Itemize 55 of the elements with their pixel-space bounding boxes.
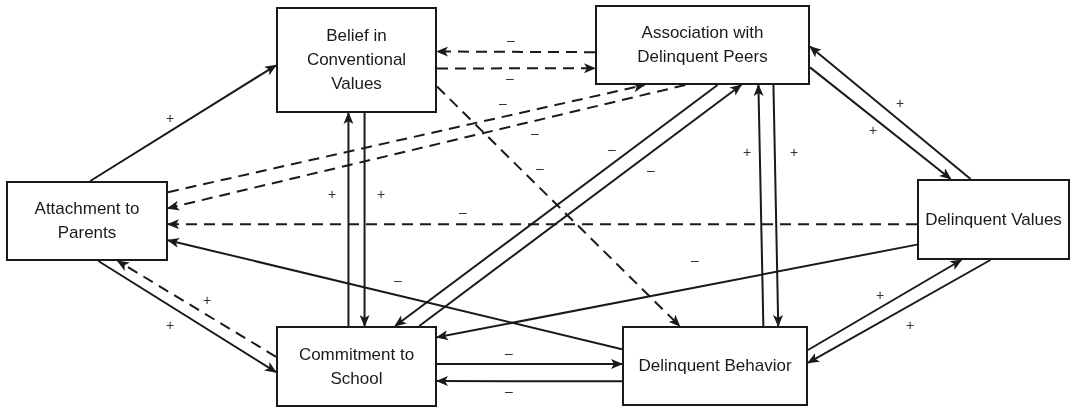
- edge-label: +: [202, 293, 212, 307]
- edge-label: –: [608, 142, 616, 156]
- box-label: Delinquent Behavior: [638, 355, 792, 377]
- edge-label: –: [394, 273, 402, 287]
- arrow: [167, 84, 687, 211]
- arrow: [359, 112, 370, 327]
- edge-label: –: [536, 161, 544, 175]
- edge-label: –: [531, 126, 539, 140]
- arrow: [436, 359, 623, 369]
- edge-label: –: [647, 163, 655, 177]
- edge-label: +: [868, 123, 878, 137]
- edge-label: –: [499, 96, 507, 110]
- edge-label: +: [789, 145, 799, 159]
- arrow: [116, 260, 277, 358]
- box-label: Attachment to Parents: [33, 198, 141, 244]
- concept-box: [276, 7, 437, 113]
- arrow: [97, 260, 277, 374]
- edge-label: –: [459, 205, 467, 219]
- edge-label: +: [165, 111, 175, 125]
- edge-label: +: [376, 187, 386, 201]
- concept-box: [622, 326, 808, 406]
- arrow: [436, 85, 681, 327]
- edge-label: +: [875, 288, 885, 302]
- arrow: [772, 84, 783, 327]
- arrow: [436, 46, 596, 57]
- edge-label: +: [905, 318, 915, 332]
- concept-box: [276, 326, 437, 407]
- arrow: [809, 66, 952, 180]
- arrow: [436, 243, 918, 341]
- arrow: [436, 376, 623, 387]
- edge-label: +: [165, 318, 175, 332]
- arrow: [167, 219, 918, 230]
- concept-box: [917, 179, 1070, 260]
- arrow: [436, 63, 596, 74]
- edge-label: –: [505, 346, 513, 360]
- arrow: [807, 259, 963, 351]
- edge-label: +: [327, 187, 337, 201]
- arrow: [809, 45, 972, 180]
- box-label: Commitment to School: [297, 343, 416, 390]
- arrow: [343, 112, 354, 327]
- arrow: [807, 259, 992, 364]
- arrow: [89, 64, 277, 182]
- arrow: [753, 84, 765, 327]
- edge-label: –: [691, 253, 699, 267]
- edge-label: –: [506, 71, 514, 85]
- arrow: [167, 237, 623, 351]
- box-label: Belief in Conventional Values: [305, 25, 408, 95]
- box-label: Delinquent Values: [925, 208, 1062, 231]
- edge-label: –: [507, 33, 515, 47]
- edge-label: +: [742, 145, 752, 159]
- edge-label: +: [895, 96, 905, 110]
- box-label: Association with Delinquent Peers: [636, 22, 769, 68]
- concept-box: [6, 181, 168, 261]
- edge-label: –: [505, 384, 513, 398]
- concept-box: [595, 5, 810, 85]
